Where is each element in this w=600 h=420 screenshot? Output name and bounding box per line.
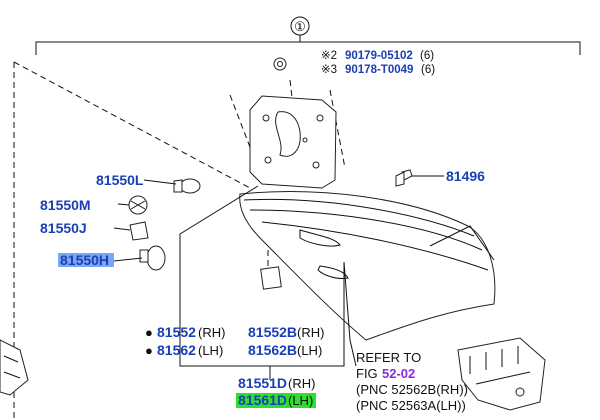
fig-ref-link[interactable]: 52-02 (382, 366, 415, 381)
lh-81562b: (LH) (297, 343, 322, 358)
part-81550m[interactable]: 81550M (40, 197, 91, 213)
bolt-qty-2: (6) (421, 64, 435, 76)
pnc-rh: (PNC 52562B(RH)) (356, 382, 468, 397)
part-81562[interactable]: 81562 (157, 342, 196, 358)
fig-prefix: FIG (356, 366, 378, 381)
part-81551d[interactable]: 81551D (238, 375, 287, 391)
part-81562b[interactable]: 81562B (248, 342, 297, 358)
label-patch-icon (260, 266, 282, 290)
highlight-81550h (58, 253, 114, 267)
group-bracket: ① (35, 16, 581, 55)
rh-81551d: (RH) (288, 376, 315, 391)
part-81550l[interactable]: 81550L (96, 172, 144, 188)
part-81552[interactable]: 81552 (157, 324, 196, 340)
bulb-81550l-icon (173, 178, 201, 194)
bullet-1: ● (145, 325, 153, 340)
bolt-part-2[interactable]: 90178-T0049 (345, 64, 413, 76)
bolt-qty-1: (6) (420, 50, 434, 62)
side-bracket-icon (457, 337, 546, 411)
socket-81550m-icon (128, 195, 148, 215)
rh-81552b: (RH) (297, 325, 324, 340)
bolt-mark-1: ※2 (321, 50, 337, 62)
group-number: ① (294, 19, 306, 34)
refer-to-text: REFER TO (356, 350, 421, 365)
bulb-81550h-icon (139, 245, 166, 271)
bolt-part-1[interactable]: 90179-05102 (345, 50, 413, 62)
part-81561d[interactable]: 81561D (238, 392, 287, 408)
pnc-lh: (PNC 52563A(LH)) (356, 398, 466, 413)
lh-81561d: (LH) (288, 393, 313, 408)
rh-81552: (RH) (198, 325, 225, 340)
part-81550h[interactable]: 81550H (60, 252, 109, 268)
socket-81550j-icon (129, 221, 149, 241)
highlight-81561d (236, 393, 316, 408)
clip-fastener-icon (395, 169, 413, 187)
bolt-line-1: ※2 90179-05102 (6) (321, 50, 434, 62)
bolt-icon (273, 57, 287, 71)
part-81496[interactable]: 81496 (446, 168, 485, 184)
tail-lamp-icon (239, 191, 496, 341)
leader-lines (113, 179, 357, 380)
bullet-2: ● (145, 343, 153, 358)
bolt-mark-2: ※3 (321, 64, 337, 76)
part-81550j[interactable]: 81550J (40, 220, 87, 236)
bolt-line-2: ※3 90178-T0049 (6) (321, 64, 435, 76)
part-81552b[interactable]: 81552B (248, 324, 297, 340)
left-partial-part-icon (0, 339, 29, 396)
lh-81562: (LH) (198, 343, 223, 358)
gasket-plate-icon (249, 95, 337, 189)
